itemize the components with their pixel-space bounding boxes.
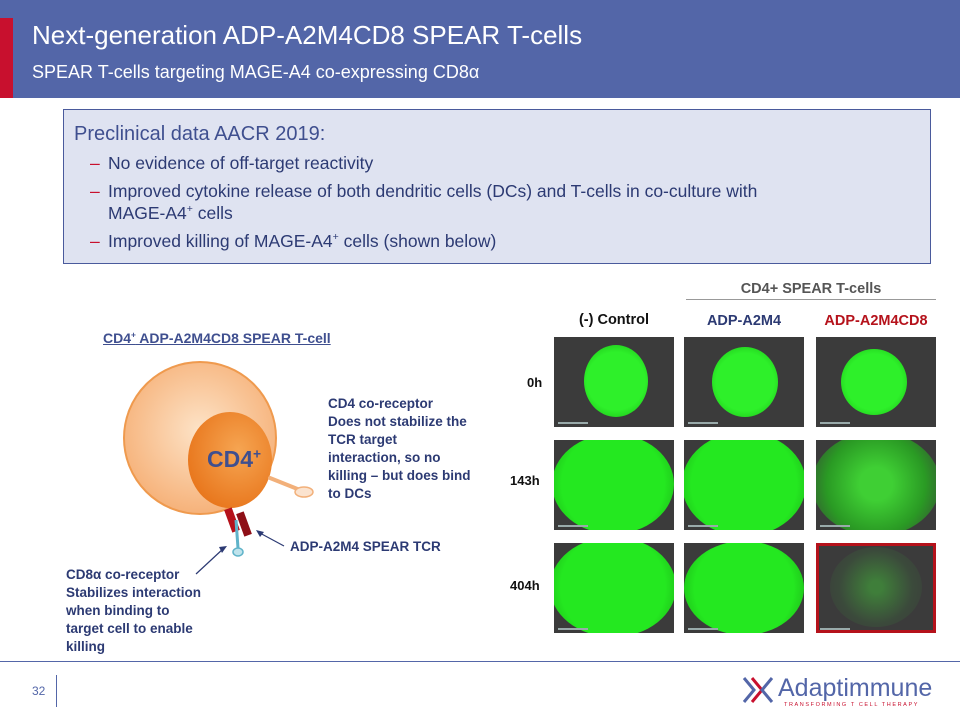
spheroid (830, 547, 922, 627)
tcr-pointer (257, 531, 285, 547)
label-line: killing (66, 639, 106, 654)
superscript: + (332, 231, 339, 244)
spheroid (684, 440, 804, 530)
column-header-adp-a2m4cd8: ADP-A2M4CD8 (824, 313, 928, 329)
label-line: CD4 co-receptor (328, 396, 434, 411)
micrograph-a2m4cd8-404h (816, 543, 936, 633)
spheroid (684, 543, 804, 633)
superscript: + (131, 329, 136, 340)
slide-header: Next-generation ADP-A2M4CD8 SPEAR T-cell… (0, 0, 960, 98)
superscript: + (186, 203, 193, 216)
row-header-404h: 404h (510, 578, 540, 593)
scale-bar (820, 525, 850, 527)
page-separator (56, 675, 57, 707)
spheroid (841, 349, 907, 415)
micrograph-a2m4-143h (684, 440, 804, 530)
slide-title: Next-generation ADP-A2M4CD8 SPEAR T-cell… (32, 20, 583, 50)
tcr-pointer-arrow (256, 530, 264, 537)
column-header-control: (-) Control (578, 312, 650, 328)
bullet-dash: – (90, 231, 100, 251)
label-line: Stabilizes interaction (66, 585, 202, 600)
spheroid (554, 440, 674, 530)
micrograph-a2m4cd8-0h (816, 337, 936, 427)
micrograph-control-143h (554, 440, 674, 530)
bullet-text: cells (shown below) (338, 231, 497, 251)
cd4-coreceptor-head (294, 486, 314, 498)
bullet-text: Improved killing of MAGE-A4 (108, 231, 333, 251)
cd4-coreceptor-label: CD4 co-receptor Does not stabilize the T… (328, 395, 471, 503)
micrograph-control-404h (554, 543, 674, 633)
label-line: interaction, so no (328, 450, 441, 465)
label-line: to DCs (328, 486, 372, 501)
bullet-off-target: – No evidence of off-target reactivity (90, 152, 374, 174)
page-number: 32 (32, 684, 46, 698)
cd4-coreceptor (268, 476, 302, 492)
cd8-coreceptor (234, 519, 240, 549)
scale-bar (558, 525, 588, 527)
cell-diagram-title: CD4+ ADP-A2M4CD8 SPEAR T-cell (103, 330, 331, 346)
spheroid (816, 440, 936, 530)
scale-bar (558, 628, 588, 630)
adaptimmune-logo: Adaptimmune TRANSFORMING T CELL THERAPY (740, 672, 940, 712)
info-heading: Preclinical data AACR 2019: (74, 123, 326, 145)
bullet-text: MAGE-A4 (108, 203, 187, 223)
tcr-chain-b (236, 511, 252, 537)
scale-bar (688, 422, 718, 424)
logo-wordmark: Adaptimmune (778, 674, 933, 702)
micrograph-a2m4-0h (684, 337, 804, 427)
scale-bar (688, 628, 718, 630)
group-header-rule (686, 299, 936, 300)
micrograph-a2m4-404h (684, 543, 804, 633)
bullet-text: Improved cytokine release of both dendri… (108, 181, 758, 201)
bullet-dash: – (90, 181, 100, 201)
tcr-label: ADP-A2M4 SPEAR TCR (290, 539, 441, 554)
group-header: CD4+ SPEAR T-cells (740, 281, 882, 297)
slide-subtitle: SPEAR T-cells targeting MAGE-A4 co-expre… (32, 62, 480, 82)
bullet-killing: – Improved killing of MAGE-A4+ cells (sh… (90, 230, 497, 252)
logo-tagline: TRANSFORMING T CELL THERAPY (784, 702, 919, 708)
title-part: ADP-A2M4CD8 SPEAR T-cell (135, 330, 331, 346)
superscript: + (253, 446, 262, 462)
spheroid (712, 347, 778, 417)
bullet-dash: – (90, 153, 100, 173)
label-line: target cell to enable (66, 621, 193, 636)
bullet-cytokine: – Improved cytokine release of both dend… (90, 180, 758, 224)
cd8-coreceptor-head (232, 547, 244, 557)
label-line: killing – but does bind (328, 468, 471, 483)
title-part: CD4 (103, 330, 132, 346)
cd4-nucleus (188, 412, 272, 508)
preclinical-data-box: Preclinical data AACR 2019: – No evidenc… (63, 109, 931, 264)
bullet-text: cells (192, 203, 233, 223)
micrograph-a2m4cd8-143h (816, 440, 936, 530)
label-line: CD8α co-receptor (66, 567, 180, 582)
cd8-pointer (195, 547, 225, 575)
scale-bar (688, 525, 718, 527)
accent-strip (0, 18, 13, 98)
scale-bar (558, 422, 588, 424)
bullet-text: No evidence of off-target reactivity (108, 153, 374, 173)
spheroid (554, 543, 674, 633)
label-line: when binding to (66, 603, 170, 618)
logo-mark-icon (742, 677, 774, 703)
label-line: Does not stabilize the (328, 414, 467, 429)
t-cell-diagram (123, 361, 314, 575)
scale-bar (820, 628, 850, 630)
column-header-adp-a2m4: ADP-A2M4 (706, 313, 782, 329)
row-header-143h: 143h (510, 473, 540, 488)
scale-bar (820, 422, 850, 424)
cd8-pointer-arrow (219, 546, 227, 553)
spheroid (584, 345, 648, 417)
micrograph-control-0h (554, 337, 674, 427)
label-line: TCR target (328, 432, 398, 447)
cd8-coreceptor-label: CD8α co-receptor Stabilizes interaction … (66, 566, 201, 656)
nucleus-label: CD4+ (207, 446, 261, 473)
nucleus-text: CD4 (207, 446, 254, 472)
row-header-0h: 0h (527, 375, 543, 390)
footer-rule (0, 661, 960, 662)
